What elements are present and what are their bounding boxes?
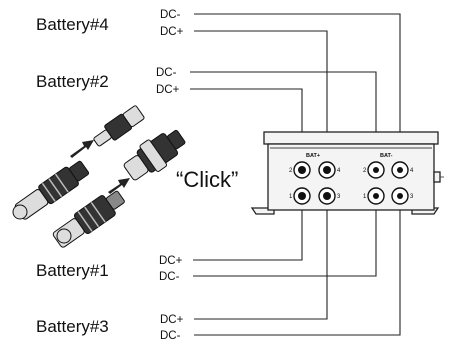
battery-2-label: Battery#2 xyxy=(36,72,109,91)
cable-end-lower xyxy=(56,228,72,244)
bat-minus-label: BAT- xyxy=(380,153,393,159)
battery-3-label: Battery#3 xyxy=(36,317,109,336)
junction-box-body xyxy=(267,143,435,211)
battery-2-dc-plus: DC+ xyxy=(156,84,180,96)
bat-plus-port-4 xyxy=(318,161,336,179)
arrow-upper xyxy=(70,140,94,158)
port-number: 2 xyxy=(363,168,367,174)
connector-male-upper xyxy=(93,105,145,147)
port-number: 4 xyxy=(337,168,341,174)
cable-end-upper xyxy=(12,204,28,220)
bat-plus-port-1 xyxy=(293,187,311,205)
wire-battery4-dc-minus xyxy=(194,13,401,170)
port-number: 1 xyxy=(363,194,367,200)
wire-battery1-dc-minus xyxy=(193,198,377,277)
port-number: 1 xyxy=(289,194,293,200)
connector-mated xyxy=(123,129,186,181)
battery-4-label: Battery#4 xyxy=(36,15,109,34)
port-number: 3 xyxy=(410,194,414,200)
bat-plus-port-2 xyxy=(293,161,311,179)
port-number: 4 xyxy=(410,168,414,174)
click-label: “Click” xyxy=(176,167,238,192)
battery-1-dc-minus: DC- xyxy=(159,271,180,283)
bat-minus-port-2 xyxy=(367,161,385,179)
battery-3-dc-minus: DC- xyxy=(160,330,181,342)
junction-box-lid xyxy=(263,131,439,145)
port-number: 2 xyxy=(289,168,293,174)
bat-plus-port-3 xyxy=(318,187,336,205)
wire-battery1-dc-plus xyxy=(193,198,303,261)
battery-4-dc-plus: DC+ xyxy=(160,26,184,38)
junction-box: BAT+ BAT- xyxy=(250,131,444,215)
bat-minus-port-3 xyxy=(391,187,409,205)
battery-3-dc-plus: DC+ xyxy=(160,314,184,326)
wire-battery4-dc-plus xyxy=(194,30,328,170)
wire-battery3-dc-minus xyxy=(194,198,401,336)
cable-gland xyxy=(433,171,441,183)
port-number: 3 xyxy=(337,194,341,200)
battery-1-label: Battery#1 xyxy=(36,261,109,280)
bat-minus-port-1 xyxy=(367,187,385,205)
battery-2-dc-minus: DC- xyxy=(156,67,177,79)
arrow-lower xyxy=(108,178,130,194)
wire-battery3-dc-plus xyxy=(194,198,328,320)
battery-4-dc-minus: DC- xyxy=(160,9,181,21)
bat-plus-label: BAT+ xyxy=(306,153,320,159)
bat-minus-port-4 xyxy=(391,161,409,179)
battery-1-dc-plus: DC+ xyxy=(159,255,183,267)
